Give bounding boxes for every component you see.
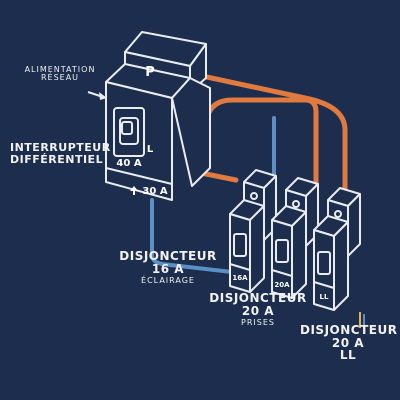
up-arrow-icon [130,186,138,195]
breaker-1-use: ÉCLAIRAGE [141,276,195,286]
supply-label-line2: RÉSEAU [40,73,80,83]
breaker-2-rating: 20 A [241,303,275,318]
breaker-1-rating: 16 A [151,261,185,276]
rcd-label: INTERRUPTEUR DIFFÉRENTIEL [10,142,110,165]
breaker-1-title: DISJONCTEUR [119,249,217,263]
rcd-top-letter: P [145,65,155,80]
breaker-3-device [313,187,361,311]
neutral-wire-bottom [150,198,234,274]
supply-label: ALIMENTATION RÉSEAU [10,65,110,83]
rcd-sensitivity: 30 A [142,186,167,197]
breaker-2-title: DISJONCTEUR [209,291,307,305]
rcd-side-letter: L [147,144,154,155]
rcd-rating: 40 A [116,158,141,169]
breaker-3-face: LL [320,293,329,301]
breaker-3-title: DISJONCTEUR [300,323,398,337]
supply-label-line1: ALIMENTATION [24,65,96,74]
breaker-1-label: DISJONCTEUR 16 A ÉCLAIRAGE [118,250,218,286]
breaker-3-rating: 20 A [331,335,365,350]
breaker-3-label: DISJONCTEUR 20 A LL [300,323,398,363]
rcd-label-line2: DIFFÉRENTIEL [10,152,104,166]
breaker-2-use: PRISES [241,318,275,328]
breaker-3-use: LL [339,348,357,363]
breaker-2-face: 20A [274,281,290,289]
breaker-2-label: DISJONCTEUR 20 A PRISES [208,292,308,328]
supply-arrow [87,91,107,100]
rcd-device [105,31,211,201]
breaker-2-device [271,177,319,299]
rcd-label-line1: INTERRUPTEUR [10,141,111,154]
breaker-1-face: 16A [232,274,248,282]
